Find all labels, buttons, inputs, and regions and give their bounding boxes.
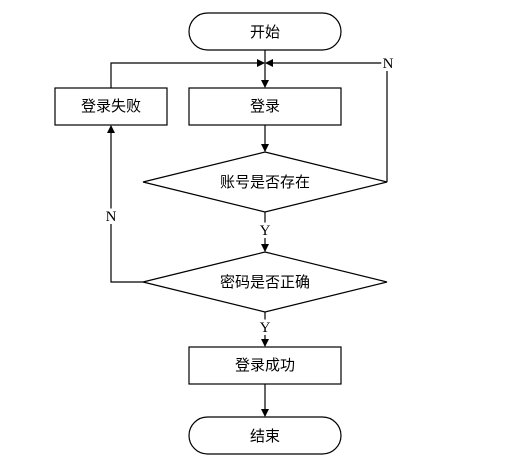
account-yes-label: Y (260, 223, 271, 239)
login-label: 登录 (250, 97, 280, 115)
password-no-label: N (106, 209, 117, 225)
start-label: 开始 (250, 23, 280, 41)
account-exists-decision: 账号是否存在 (142, 151, 388, 213)
password-correct-label: 密码是否正确 (220, 273, 310, 291)
login-success-node: 登录成功 (188, 346, 342, 385)
login-failed-label: 登录失败 (81, 97, 141, 115)
end-node: 结束 (188, 416, 342, 455)
login-failed-node: 登录失败 (54, 87, 168, 126)
edge-password-no (107, 125, 143, 283)
edge-account-no (265, 59, 388, 182)
end-label: 结束 (250, 427, 280, 445)
start-node: 开始 (188, 12, 342, 51)
login-node: 登录 (188, 87, 342, 126)
login-success-label: 登录成功 (235, 356, 295, 374)
password-yes-label: Y (260, 320, 271, 336)
password-correct-decision: 密码是否正确 (142, 251, 388, 313)
account-no-label: N (383, 56, 394, 72)
account-exists-label: 账号是否存在 (220, 173, 310, 191)
edge-failed-to-login (110, 59, 265, 88)
